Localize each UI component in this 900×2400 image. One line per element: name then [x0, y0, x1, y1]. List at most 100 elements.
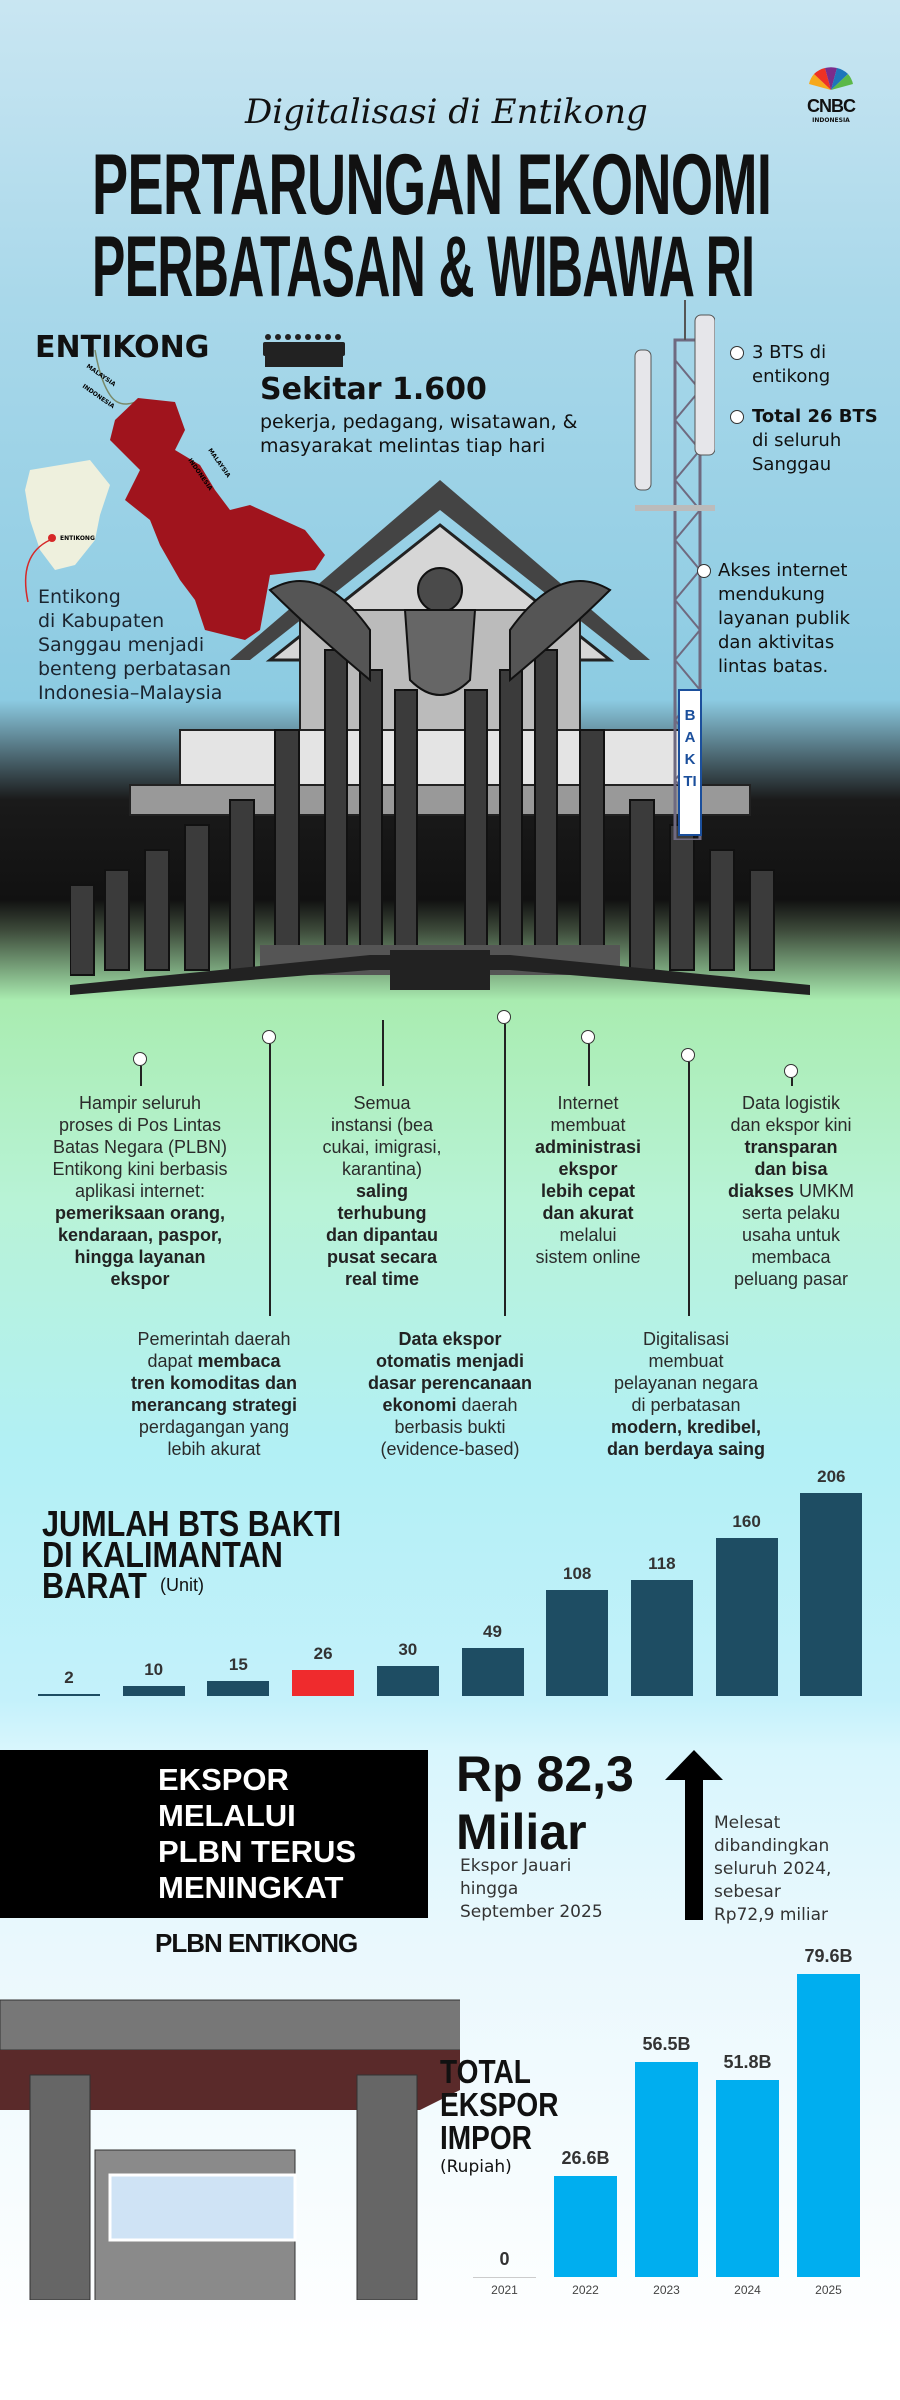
comparison-line: sebesar	[714, 1882, 781, 1902]
plbn-building-illustration	[0, 1999, 460, 2300]
bts-chart-title: JUMLAH BTS BAKTI DI KALIMANTAN BARAT	[42, 1503, 365, 1606]
connector-dot	[681, 1048, 695, 1062]
bts-data-label: 30	[398, 1640, 418, 1660]
logo-text: CNBC	[807, 96, 856, 116]
chart-title-text: JUMLAH BTS BAKTI DI KALIMANTAN BARAT	[42, 1503, 342, 1606]
export-year-label: 2021	[491, 2283, 518, 2297]
headline-line: EKSPOR	[158, 1762, 289, 1797]
period-line: hingga	[460, 1879, 519, 1899]
comparison-line: dibandingkan	[714, 1836, 830, 1856]
export-year-label: 2022	[572, 2283, 599, 2297]
headline-line: MENINGKAT	[158, 1870, 344, 1905]
connector-line	[588, 1044, 590, 1086]
connector-dot	[262, 1030, 276, 1044]
bts-data-label: 206	[817, 1467, 846, 1486]
bakti-sign: BAKTI	[683, 707, 697, 790]
caption-line: di Kabupaten	[38, 610, 165, 632]
export-bar	[635, 2061, 698, 2277]
export-period: Ekspor Jauari hingga September 2025	[460, 1855, 603, 1924]
export-data-label: 56.5B	[642, 2033, 691, 2054]
arrow-up-icon	[665, 1750, 723, 1920]
export-year-label: 2025	[815, 2283, 842, 2297]
note-dot	[730, 346, 744, 360]
tower-note-3: Akses internet mendukung layanan publik …	[718, 559, 850, 679]
note-line: Sanggau	[752, 454, 832, 475]
note-line: layanan publik	[718, 608, 850, 629]
map-label: MALAYSIA	[85, 363, 117, 388]
bts-bar	[207, 1681, 270, 1696]
connector-line	[382, 1020, 384, 1086]
export-bar	[716, 2079, 779, 2277]
amount-line: Rp 82,3	[456, 1746, 634, 1802]
bts-bar	[800, 1493, 863, 1696]
bts-data-label: 49	[483, 1621, 502, 1641]
bts-data-label: 160	[732, 1512, 761, 1532]
note-dot	[697, 564, 711, 578]
bts-bar	[630, 1579, 693, 1696]
connector-dot	[497, 1010, 511, 1024]
border-gate-illustration	[70, 480, 810, 995]
crossers-text: pekerja, pedagang, wisatawan, & masyarak…	[260, 410, 578, 458]
connector-dot	[133, 1052, 147, 1066]
cnbc-logo: CNBC INDONESIA	[800, 62, 862, 124]
period-line: Ekspor Jauari	[460, 1856, 572, 1876]
tower-note-1: 3 BTS di entikong	[752, 341, 830, 389]
connector-line	[269, 1044, 271, 1316]
bts-data-label: 26	[313, 1644, 333, 1664]
export-year-label: 2023	[653, 2283, 680, 2297]
export-data-label: 0	[499, 2249, 510, 2269]
map-label: ENTIKONG	[60, 535, 95, 542]
note-line: lintas batas.	[718, 656, 829, 677]
export-bar	[797, 1974, 860, 2277]
map-caption: Entikong di Kabupaten Sanggau menjadi be…	[38, 585, 231, 705]
comparison-line: Melesat	[714, 1813, 781, 1833]
comparison-line: Rp72,9 miliar	[714, 1905, 828, 1925]
map-heading: ENTIKONG	[35, 330, 210, 365]
map-label: MALAYSIA	[206, 447, 231, 479]
title-line-1: PERTARUNGAN EKONOMI	[92, 137, 772, 233]
export-amount: Rp 82,3 Miliar	[456, 1745, 634, 1861]
connector-dot	[784, 1064, 798, 1078]
headline-line: PLBN TERUS	[158, 1834, 357, 1869]
period-line: September 2025	[460, 1902, 603, 1922]
bts-bar	[461, 1647, 524, 1696]
bts-bar	[292, 1670, 355, 1696]
note-line: Total 26 BTS	[752, 406, 878, 427]
comparison-line: seluruh 2024,	[714, 1859, 832, 1879]
caption-line: Indonesia–Malaysia	[38, 682, 223, 704]
logo-subtext: INDONESIA	[812, 117, 850, 124]
note-line: 3 BTS di	[752, 342, 827, 363]
connector-line	[791, 1078, 793, 1086]
crossers-line: masyarakat melintas tiap hari	[260, 435, 546, 457]
amount-line: Miliar	[456, 1804, 587, 1860]
entikong-map: MALAYSIA INDONESIA MALAYSIA INDONESIA EN…	[24, 349, 325, 640]
bts-tower-illustration	[634, 300, 715, 840]
tower-note-2: Total 26 BTS di seluruh Sanggau	[752, 405, 878, 477]
note-line: entikong	[752, 366, 831, 387]
bts-bar	[122, 1686, 185, 1696]
bts-bar	[376, 1666, 439, 1696]
export-headline: EKSPOR MELALUI PLBN TERUS MENINGKAT	[158, 1762, 356, 1906]
headline-line: MELALUI	[158, 1798, 296, 1833]
note-dot	[730, 410, 744, 424]
export-headline-box	[0, 1750, 428, 1918]
export-chart-title: TOTAL EKSPOR IMPOR	[440, 2053, 559, 2156]
connector-line	[688, 1062, 690, 1316]
export-data-label: 26.6B	[561, 2147, 610, 2168]
bts-data-label: 2	[64, 1668, 74, 1687]
bts-data-label: 108	[563, 1563, 592, 1583]
note-line: mendukung	[718, 584, 825, 605]
export-comparison: Melesat dibandingkan seluruh 2024, sebes…	[714, 1812, 831, 1927]
bts-bar	[38, 1694, 100, 1696]
bts-bar	[546, 1589, 609, 1696]
export-bar-baseline	[473, 2277, 536, 2278]
people-group-icon	[263, 334, 345, 367]
export-year-label: 2024	[734, 2283, 761, 2297]
note-line: di seluruh	[752, 430, 842, 451]
title-line-2: PERBATASAN & WIBAWA RI	[92, 219, 755, 315]
bts-data-label: 15	[228, 1655, 248, 1675]
